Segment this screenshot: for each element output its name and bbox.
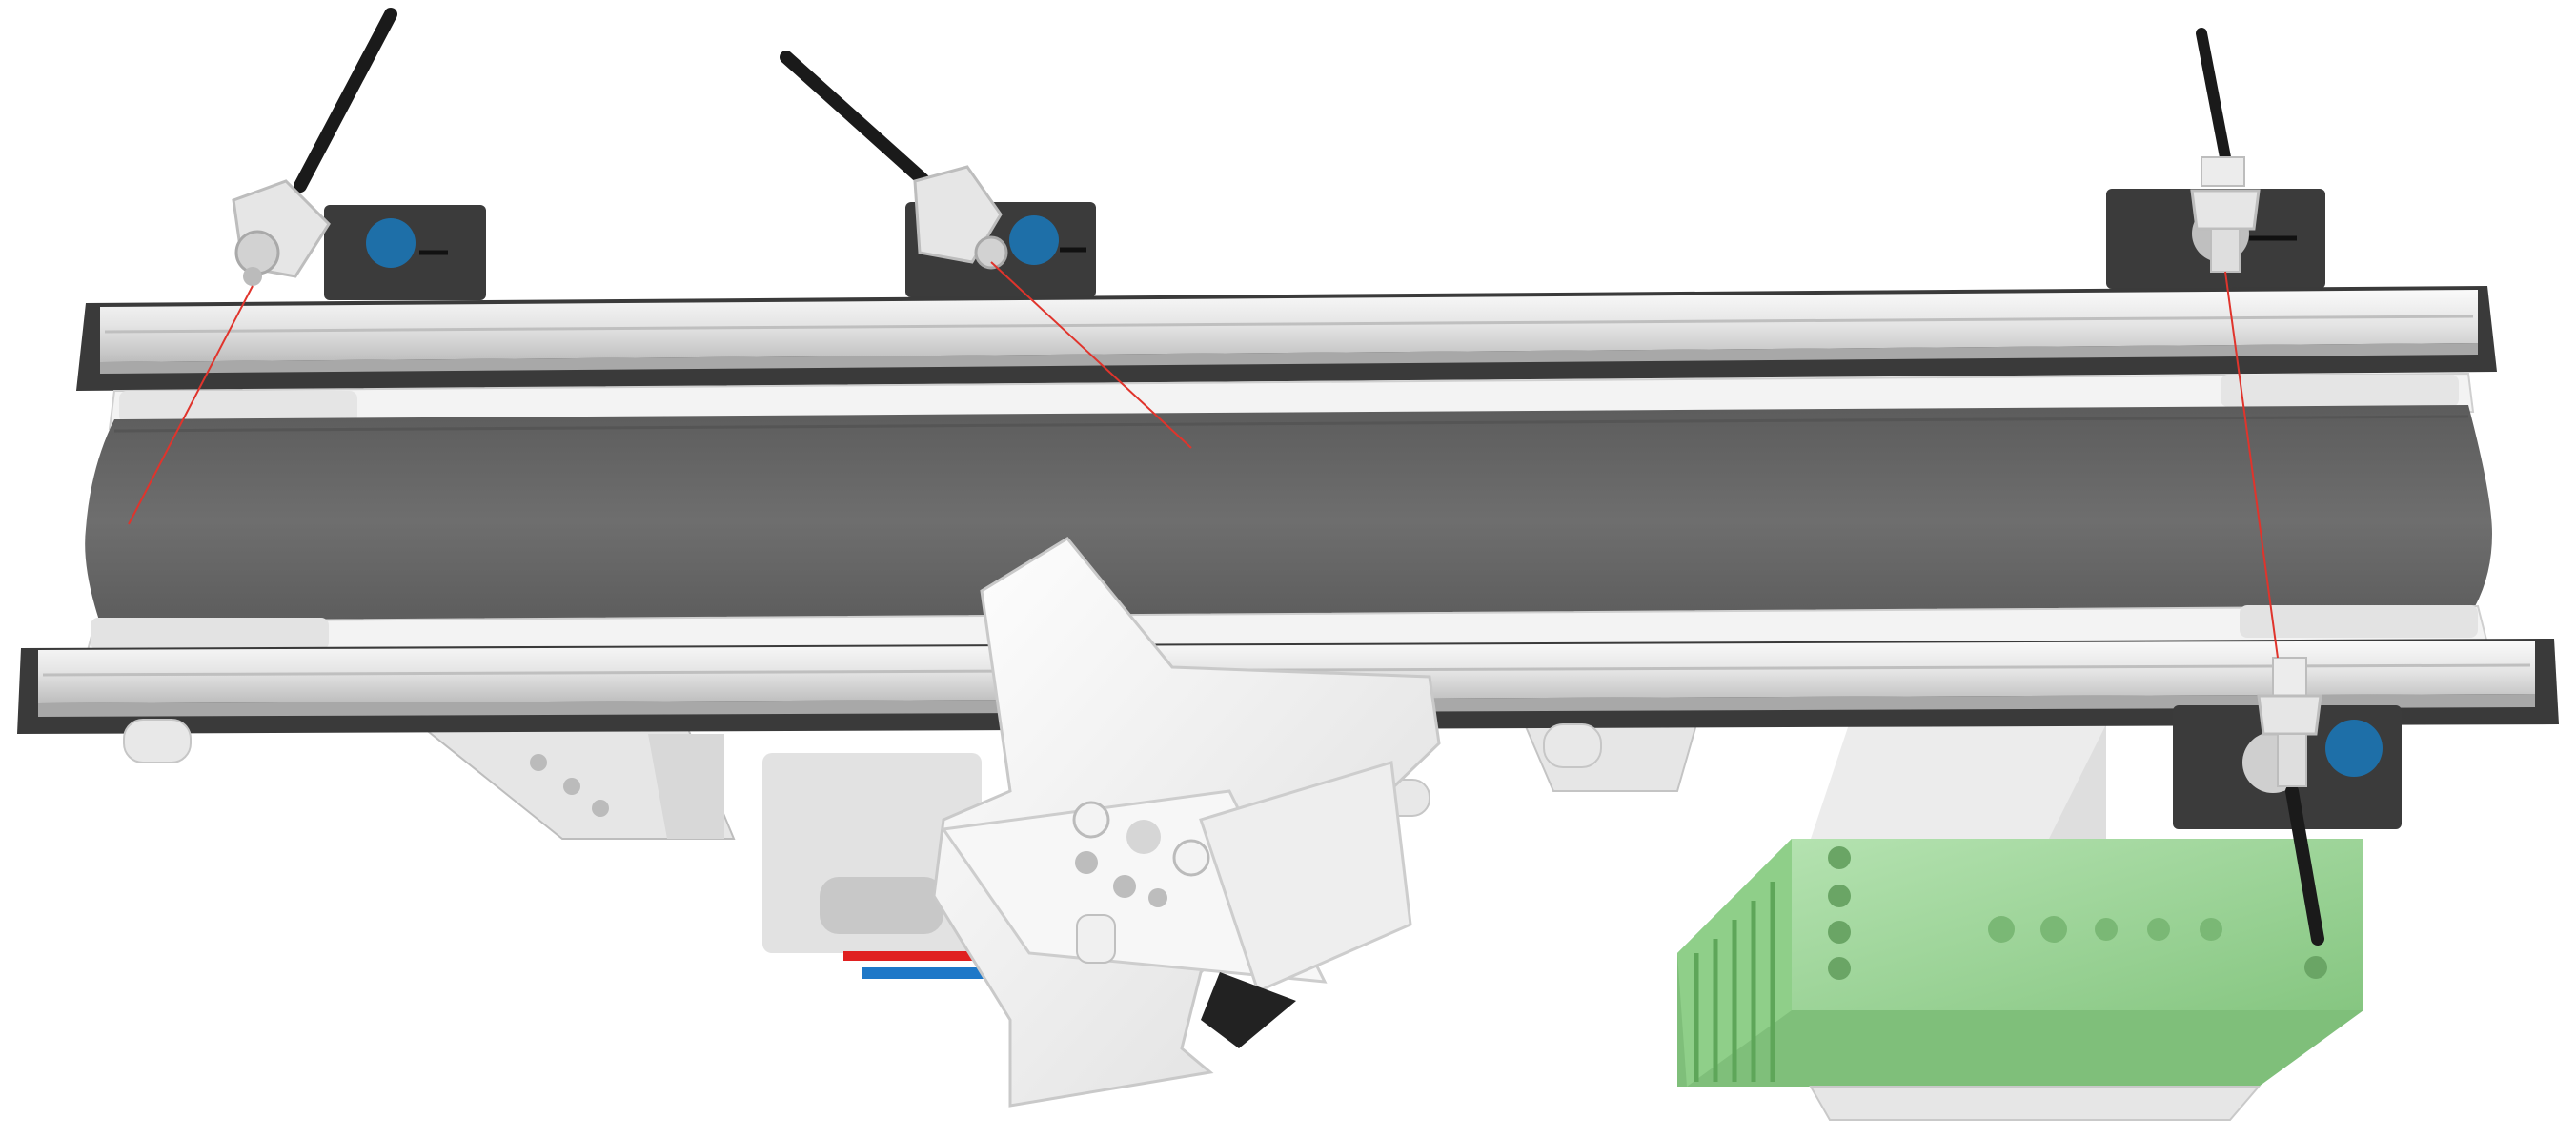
conveyor-belt [85, 405, 2492, 637]
pusher-mechanism [762, 537, 1441, 1108]
terminal-fins [1694, 882, 1775, 1082]
sensor-cables [294, 8, 2324, 946]
top-side-rail [76, 286, 2497, 391]
photoelectric-sensor-1 [232, 179, 331, 286]
laser-beams [128, 261, 2279, 659]
photoelectric-sensor-2 [913, 165, 1008, 270]
photoelectric-sensor-3 [2190, 156, 2261, 273]
terminal-block [1677, 839, 2363, 1121]
sensor-block-1 [324, 205, 486, 300]
left-mount-bracket [416, 723, 736, 840]
right-mount-bracket [1523, 723, 2106, 839]
photoelectric-sensor-4 [2257, 657, 2322, 787]
